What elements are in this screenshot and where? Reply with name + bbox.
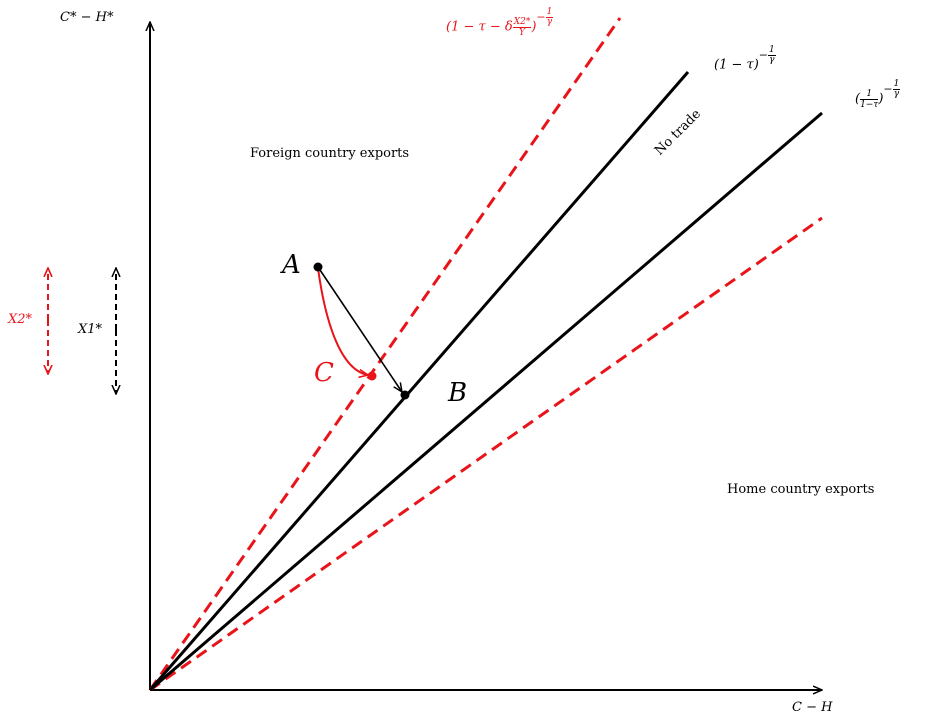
- x-axis-label: C − H: [792, 700, 833, 715]
- point-a-label: A: [282, 250, 301, 280]
- solid-upper-line: [148, 71, 690, 691]
- arrow-a-to-b: [317, 266, 402, 392]
- solid-lower-line: [149, 111, 823, 692]
- dashed-red-upper-line: [148, 17, 622, 691]
- point-c: [367, 371, 377, 381]
- point-c-label: C: [314, 358, 334, 388]
- point-a: [313, 262, 323, 272]
- x1-label: X1*: [78, 322, 103, 337]
- point-b: [400, 390, 410, 400]
- point-b-label: B: [448, 378, 468, 408]
- home-exports-label: Home country exports: [727, 482, 875, 497]
- dashed-red-lower-line: [149, 216, 823, 692]
- y-axis-label: C* − H*: [60, 10, 114, 25]
- arrow-a-to-c: [317, 267, 368, 375]
- foreign-exports-label: Foreign country exports: [250, 146, 410, 161]
- x2-label: X2*: [8, 312, 33, 327]
